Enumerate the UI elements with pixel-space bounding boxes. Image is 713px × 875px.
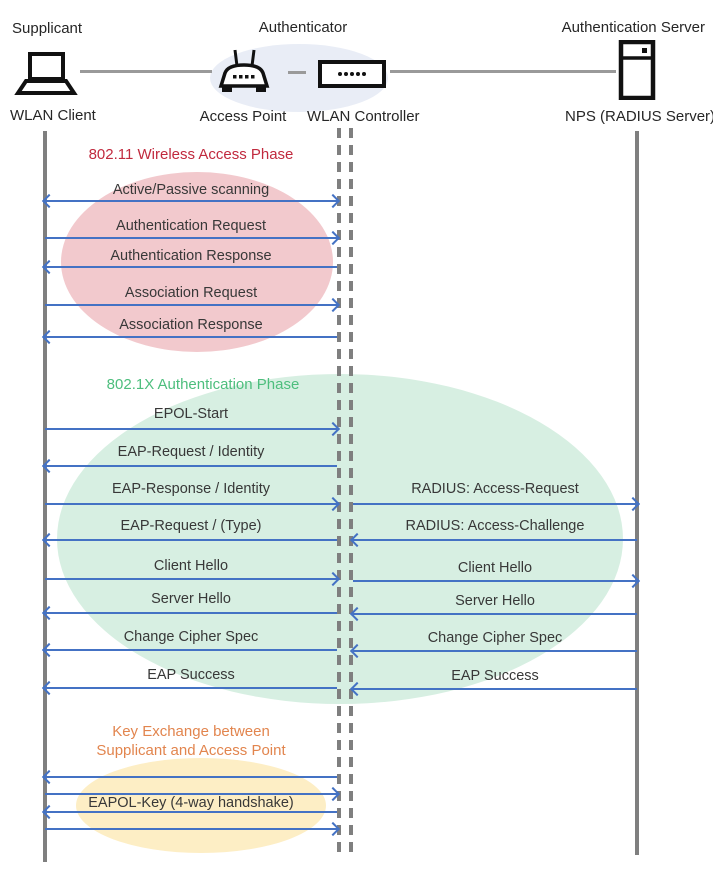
msg-label-epol-start: EPOL-Start — [153, 406, 229, 422]
arrow-client-hello-left — [45, 578, 337, 580]
msg-label-radius-access-request: RADIUS: Access-Request — [411, 481, 579, 497]
msg-label-change-cipher-spec-left: Change Cipher Spec — [123, 629, 259, 645]
arrow-eap-request-type — [45, 539, 337, 541]
key-exchange-title-line1: Key Exchange between — [112, 723, 270, 740]
msg-label-association-response: Association Response — [119, 317, 263, 333]
role-authenticator: Authenticator — [258, 19, 348, 36]
arrow-radius-access-request — [353, 503, 637, 505]
arrow-eap-response-identity — [45, 503, 337, 505]
arrow-eap-success-right — [353, 688, 637, 690]
msg-label-eap-request-type: EAP-Request / (Type) — [120, 518, 262, 534]
arrow-association-response — [45, 336, 337, 338]
msg-label-active-passive-scanning: Active/Passive scanning — [112, 182, 270, 198]
msg-label-association-request: Association Request — [124, 285, 258, 301]
connector-ap-controller — [288, 71, 306, 74]
lifeline-controller-left — [337, 128, 341, 858]
msg-label-authentication-response: Authentication Response — [110, 248, 272, 264]
msg-label-radius-access-challenge: RADIUS: Access-Challenge — [405, 518, 585, 534]
wireless-access-phase-title: 802.11 Wireless Access Phase — [88, 146, 294, 163]
arrow-eapol-key-4 — [45, 828, 337, 830]
arrow-change-cipher-spec-right — [353, 650, 637, 652]
msg-label-change-cipher-spec-right: Change Cipher Spec — [427, 630, 563, 646]
connector-client-ap — [80, 70, 212, 73]
msg-label-client-hello-left: Client Hello — [153, 558, 229, 574]
msg-label-eap-success-right: EAP Success — [451, 668, 539, 684]
msg-label-eapol-key: EAPOL-Key (4-way handshake) — [88, 795, 294, 811]
msg-label-server-hello-right: Server Hello — [455, 593, 535, 609]
node-label-wlan-controller: WLAN Controller — [307, 108, 420, 125]
msg-label-eap-success-left: EAP Success — [147, 667, 235, 683]
connector-controller-server — [390, 70, 616, 73]
lifeline-controller-right — [349, 128, 353, 858]
msg-label-eap-request-identity: EAP-Request / Identity — [117, 444, 265, 460]
arrow-association-request — [45, 304, 337, 306]
node-label-nps: NPS (RADIUS Server) — [565, 108, 713, 125]
role-authentication-server: Authentication Server — [561, 19, 705, 36]
role-supplicant: Supplicant — [12, 20, 83, 37]
key-exchange-title-line2: Supplicant and Access Point — [96, 742, 286, 759]
access-point-icon — [218, 49, 270, 92]
dot1x-phase-title: 802.1X Authentication Phase — [106, 376, 300, 393]
arrow-eapol-key-2 — [45, 793, 337, 795]
arrow-change-cipher-spec-left — [45, 649, 337, 651]
arrow-authentication-response — [45, 266, 337, 268]
arrow-epol-start — [45, 428, 337, 430]
laptop-icon — [14, 52, 78, 95]
msg-label-eap-response-identity: EAP-Response / Identity — [112, 481, 270, 497]
msg-label-server-hello-left: Server Hello — [151, 591, 231, 607]
arrow-server-hello-right — [353, 613, 637, 615]
server-icon — [618, 40, 656, 100]
arrow-active-passive-scanning — [45, 200, 337, 202]
arrow-radius-access-challenge — [353, 539, 637, 541]
msg-label-client-hello-right: Client Hello — [457, 560, 533, 576]
lifeline-wlan-client — [43, 131, 47, 862]
node-label-access-point: Access Point — [199, 108, 287, 125]
arrow-eap-request-identity — [45, 465, 337, 467]
arrow-authentication-request — [45, 237, 337, 239]
wlan-controller-icon — [318, 60, 386, 88]
msg-label-authentication-request: Authentication Request — [116, 218, 266, 234]
arrow-client-hello-right — [353, 580, 637, 582]
arrow-eapol-key-1 — [45, 776, 337, 778]
lifeline-nps — [635, 131, 639, 855]
arrow-eapol-key-3 — [45, 811, 337, 813]
wireless-access-phase-ellipse — [61, 172, 333, 352]
arrow-server-hello-left — [45, 612, 337, 614]
arrow-eap-success-left — [45, 687, 337, 689]
node-label-wlan-client: WLAN Client — [10, 107, 96, 124]
key-exchange-phase-ellipse — [76, 758, 326, 853]
